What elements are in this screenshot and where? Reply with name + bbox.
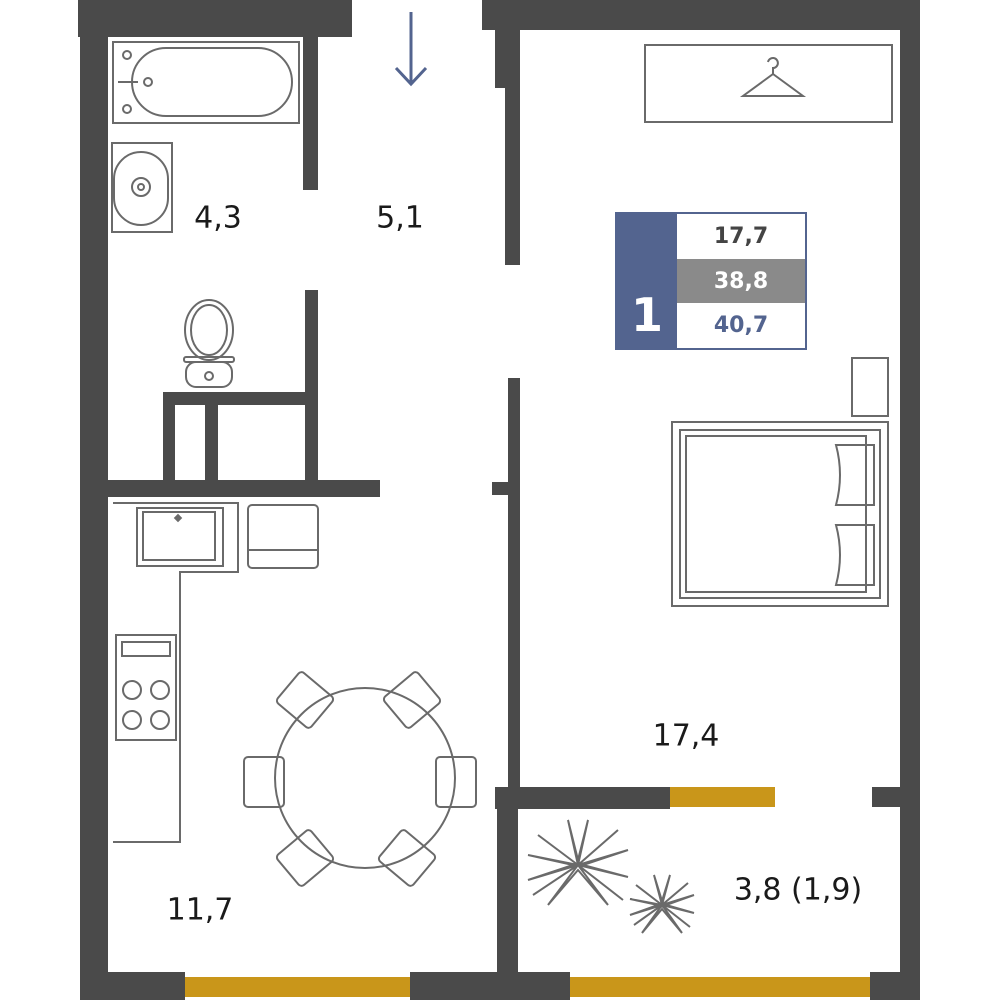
walls [78,0,920,1000]
room-area-bedroom: 17,4 [652,718,720,754]
dining-table [243,671,477,887]
area-without-balcony: 38,8 [677,258,805,304]
room-area-hallway: 5,1 [376,200,424,236]
windows [185,787,870,997]
kitchen-counter [113,502,319,843]
hanger-icon [739,57,807,97]
room-area-kitchen: 11,7 [166,892,234,928]
sink-icon [111,142,173,233]
area-summary-box: 1 17,7 38,8 40,7 [615,212,807,350]
rooms-count: 1 [617,214,677,348]
room-area-bathroom: 4,3 [194,200,242,236]
bathtub-icon [112,41,300,124]
wardrobe [644,44,893,123]
room-area-balcony: 3,8 (1,9) [733,872,863,908]
bed [671,357,889,607]
entrance-arrow-icon [394,12,428,87]
living-area: 17,7 [713,223,769,249]
toilet-icon [183,299,235,388]
plants [527,819,695,934]
total-area: 40,7 [713,313,769,339]
